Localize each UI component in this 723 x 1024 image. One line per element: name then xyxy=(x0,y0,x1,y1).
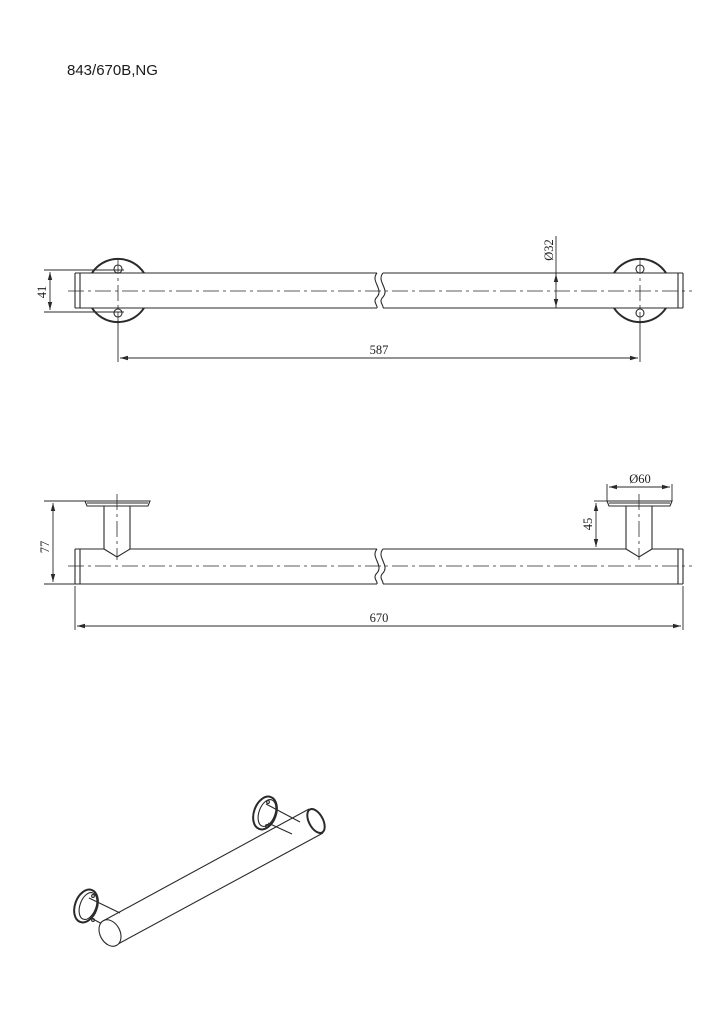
bar-side xyxy=(74,548,684,585)
dim-d60-label: Ø60 xyxy=(629,472,651,486)
dimension-41: 41 xyxy=(35,269,124,313)
top-view: 41 Ø32 587 xyxy=(35,236,692,362)
dim-45-label: 45 xyxy=(581,518,595,531)
isometric-view xyxy=(73,795,326,947)
dimension-77: 77 xyxy=(38,500,87,585)
dim-670-label: 670 xyxy=(370,611,389,625)
side-view: 77 45 Ø60 670 xyxy=(38,472,692,630)
dimension-d60: Ø60 xyxy=(606,472,673,501)
bar-top xyxy=(74,272,684,309)
dim-587-label: 587 xyxy=(370,343,389,357)
dimension-45: 45 xyxy=(570,500,609,550)
dimension-587: 587 xyxy=(117,320,641,362)
iso-bar xyxy=(98,808,326,947)
dim-41-label: 41 xyxy=(35,286,49,299)
dimension-670: 670 xyxy=(74,586,684,630)
dim-d32-label: Ø32 xyxy=(542,239,556,261)
dim-77-label: 77 xyxy=(38,541,52,554)
iso-flange-right xyxy=(252,795,301,835)
dimension-d32: Ø32 xyxy=(542,236,559,308)
iso-flange-left xyxy=(73,888,121,927)
drawing-title: 843/670B,NG xyxy=(67,62,158,79)
